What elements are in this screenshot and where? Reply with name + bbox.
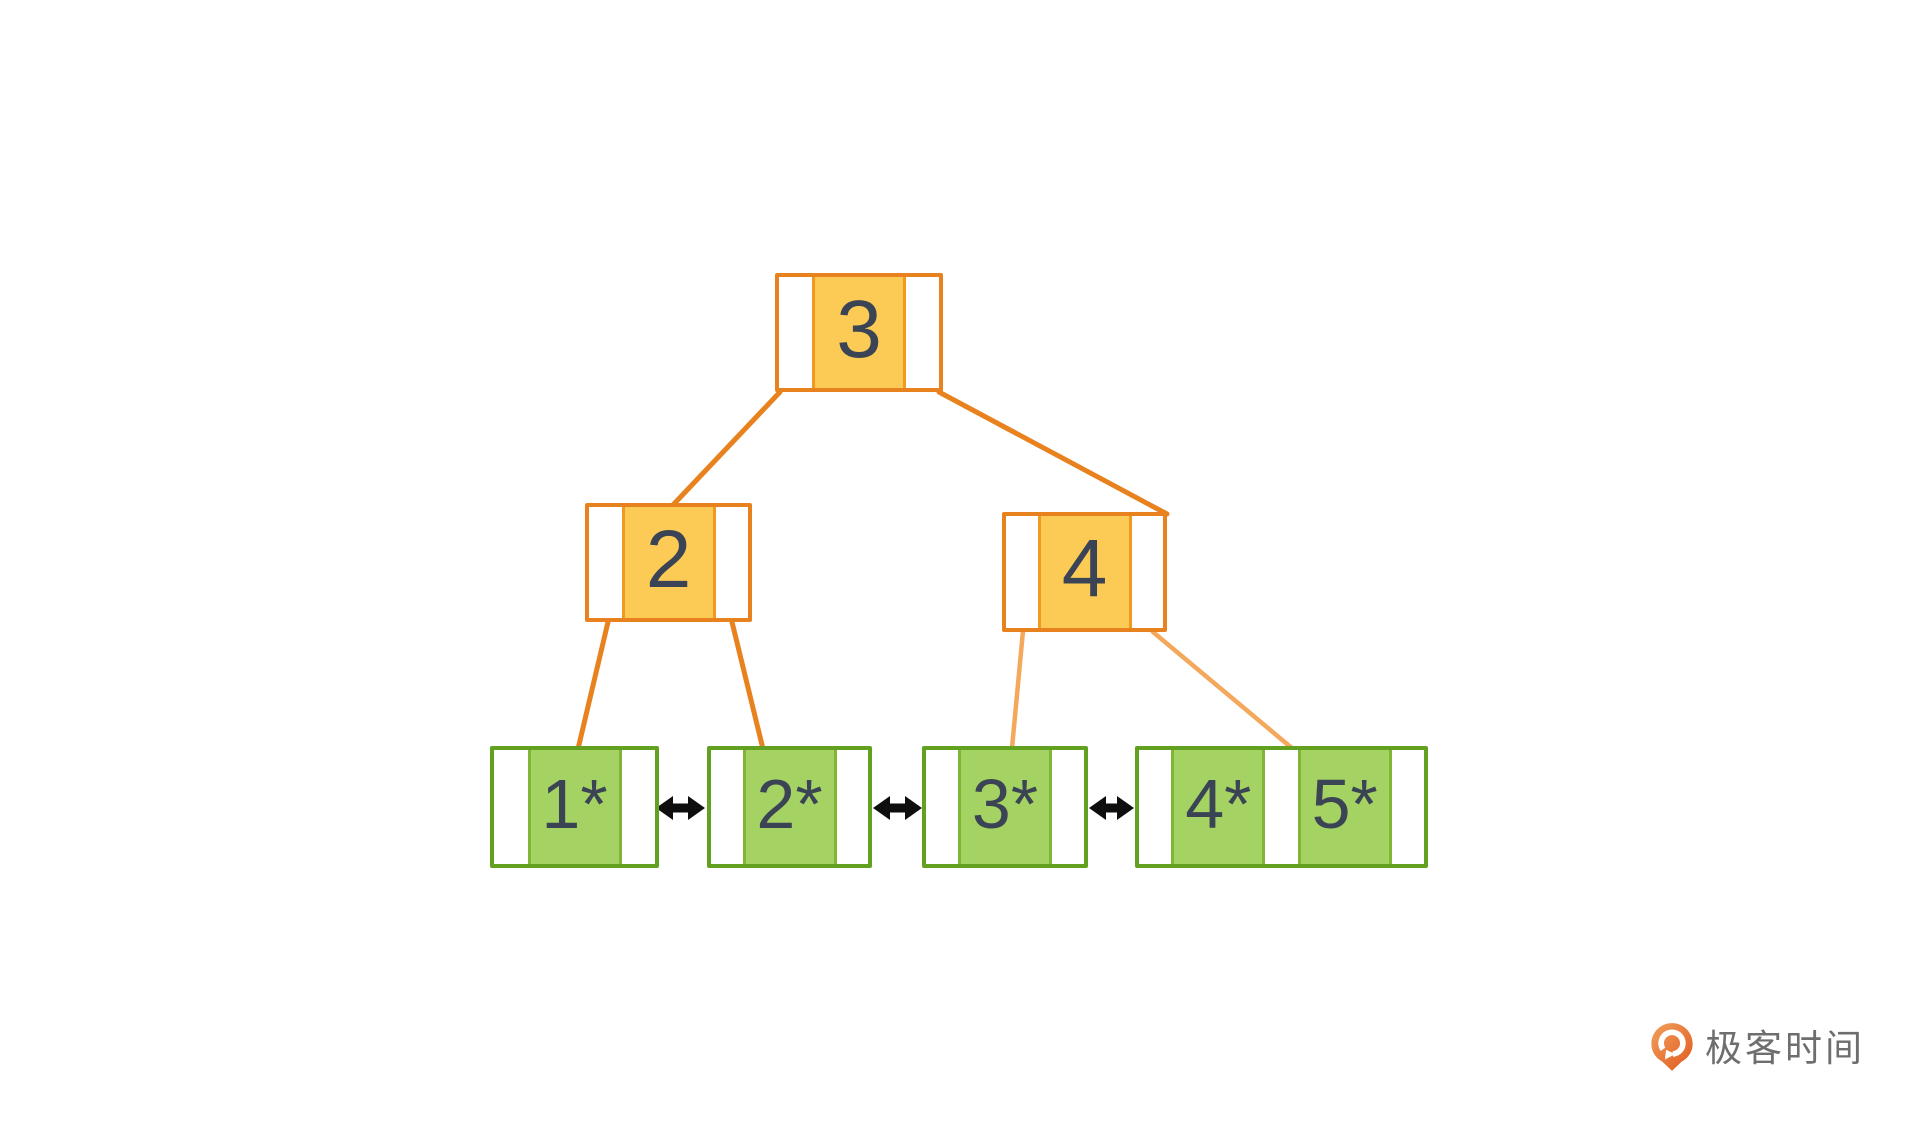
leaf-key-label: 3*	[971, 765, 1039, 843]
leaf-key-label: 1*	[541, 765, 608, 843]
edge-2-to-1star	[575, 619, 611, 752]
leaf-key-cell: 4*	[1171, 750, 1266, 864]
leaf-key-label: 4*	[1185, 765, 1252, 843]
leaf-key-cell: 1*	[527, 750, 622, 864]
node-key-cell: 2	[621, 507, 716, 618]
node-key-cell: 3	[812, 277, 906, 388]
tree-leaf-2: 2*	[707, 746, 872, 868]
leaf-link-arrow-3-4	[1089, 796, 1134, 820]
leaf-key-label: 2*	[756, 765, 823, 843]
leaf-link-arrow-1-2	[656, 796, 705, 820]
leaf-key-cell: 3*	[958, 750, 1052, 864]
tree-node-internal-4: 4	[1002, 512, 1167, 632]
node-pointer-cell	[779, 277, 812, 388]
leaf-link-arrow-2-3	[873, 796, 922, 820]
edge-2-to-2star	[729, 619, 766, 752]
geektime-logo: 极客时间	[1650, 1022, 1865, 1072]
edge-3-to-4	[936, 389, 1170, 517]
leaf-key-label: 5*	[1311, 765, 1378, 843]
node-key-label: 2	[645, 513, 692, 605]
node-key-label: 4	[1061, 523, 1108, 614]
leaf-pointer-cell	[836, 750, 868, 864]
leaf-pointer-cell	[1265, 750, 1298, 864]
leaf-pointer-cell	[926, 750, 958, 864]
geektime-pin-icon	[1651, 1023, 1693, 1071]
leaf-pointer-cell	[711, 750, 743, 864]
tree-leaf-4-5: 4* 5*	[1135, 746, 1428, 868]
leaf-pointer-cell	[494, 750, 528, 864]
leaf-key-cell: 2*	[742, 750, 837, 864]
geektime-logo-text: 极客时间	[1705, 1027, 1865, 1069]
edge-4-to-3star	[1009, 628, 1026, 751]
node-pointer-cell	[1131, 516, 1163, 628]
node-key-cell: 4	[1037, 516, 1132, 628]
tree-node-internal-2: 2	[585, 503, 752, 622]
node-pointer-cell	[1006, 516, 1038, 628]
leaf-pointer-cell	[621, 750, 655, 864]
leaf-pointer-cell	[1052, 750, 1084, 864]
edge-3-to-2	[669, 389, 783, 509]
leaf-pointer-cell	[1139, 750, 1172, 864]
leaf-pointer-cell	[1391, 750, 1424, 864]
tree-leaf-3: 3*	[922, 746, 1088, 868]
tree-node-root: 3	[775, 273, 943, 392]
tree-leaf-1: 1*	[490, 746, 659, 868]
node-pointer-cell	[715, 507, 748, 618]
node-pointer-cell	[906, 277, 939, 388]
node-key-label: 3	[836, 283, 882, 375]
edge-4-to-45star	[1150, 629, 1296, 752]
node-pointer-cell	[589, 507, 622, 618]
leaf-key-cell: 5*	[1297, 750, 1392, 864]
